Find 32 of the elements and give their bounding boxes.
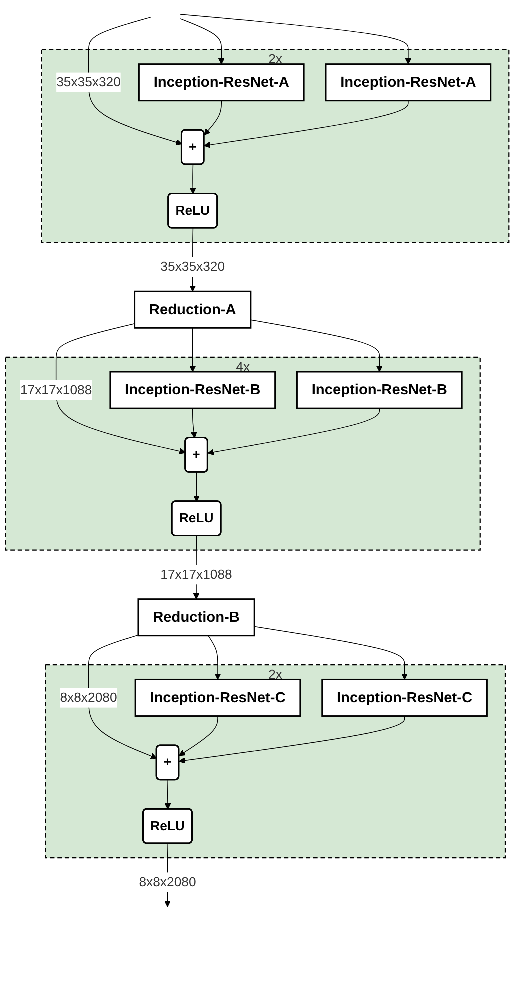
node-box: Reduction-B [138, 598, 256, 637]
arrow [164, 780, 172, 810]
arrow [88, 634, 158, 760]
arrow [88, 16, 182, 146]
arrow [208, 636, 222, 680]
node-box: Inception-ResNet-B [296, 371, 463, 410]
edge-label: 35x35x320 [160, 259, 226, 274]
edge-label: 35x35x320 [56, 74, 121, 90]
edge-label: 8x8x2080 [60, 690, 118, 705]
arrow [180, 14, 412, 65]
arrow [190, 408, 198, 438]
edge-label: 8x8x2080 [139, 874, 196, 890]
arrow [190, 328, 196, 372]
arrow [204, 100, 409, 148]
arrow [250, 320, 383, 372]
node-box: Reduction-A [134, 290, 252, 329]
arrow [194, 472, 200, 502]
node-box: Inception-ResNet-B [110, 371, 276, 410]
node-box: Inception-ResNet-A [325, 64, 492, 102]
node-box: Inception-ResNet-C [322, 678, 488, 717]
arrow [190, 164, 196, 194]
arrow [180, 18, 225, 65]
edge-label: 17x17x1088 [160, 567, 232, 582]
arrow [254, 626, 408, 680]
arrow [208, 408, 380, 456]
node-box: Inception-ResNet-A [138, 64, 305, 102]
edge-label: 17x17x1088 [20, 382, 92, 398]
arrow [204, 100, 222, 136]
arrow [178, 716, 218, 756]
arrow [56, 324, 186, 455]
node-box: Inception-ResNet-C [134, 678, 302, 717]
arrow [178, 716, 406, 764]
